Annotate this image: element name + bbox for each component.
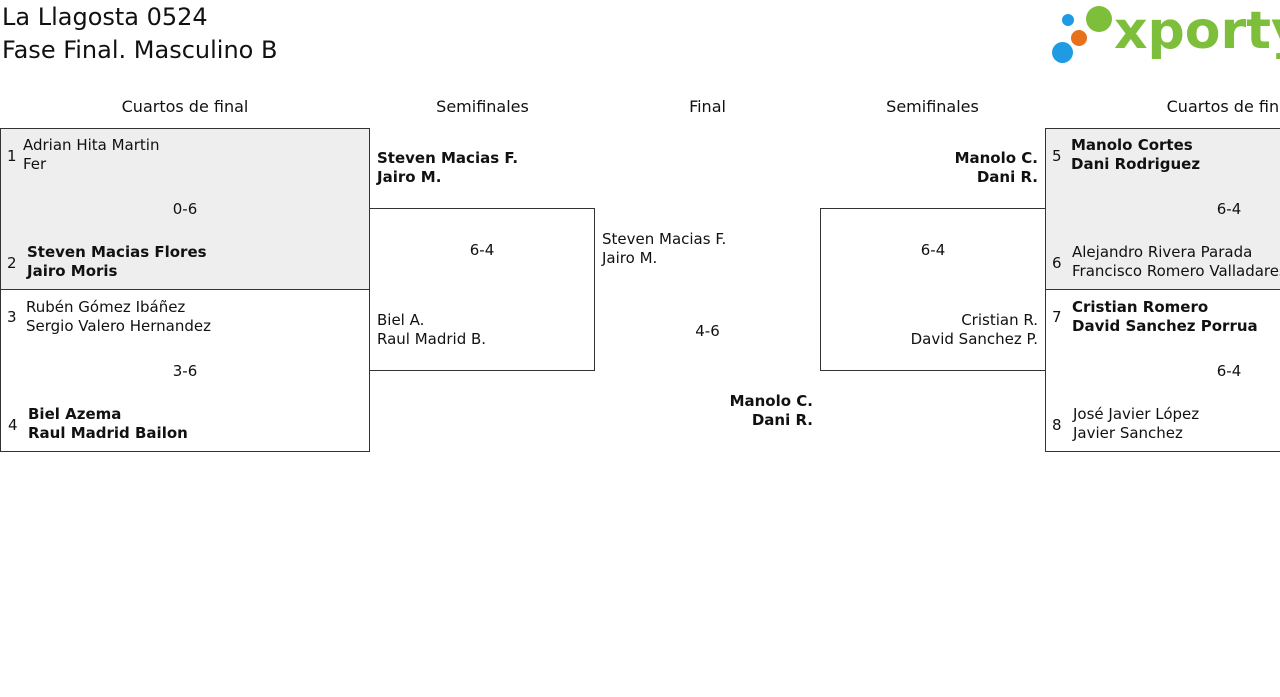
player-name: Francisco Romero Valladares — [1072, 262, 1280, 280]
winner-name: David Sanchez Porrua — [1072, 317, 1258, 335]
tournament-title: La Llagosta 0524 — [2, 3, 208, 31]
match-score: 6-4 — [920, 241, 946, 259]
player-name: Rubén Gómez Ibáñez — [26, 298, 186, 316]
logo-dot-blue-small — [1062, 14, 1074, 26]
seed-3: 3 — [7, 308, 17, 326]
player-name: Adrian Hita Martin — [23, 136, 160, 154]
player-name: Steven Macias F. — [602, 230, 727, 248]
player-name: Cristian R. — [961, 311, 1038, 329]
seed-5: 5 — [1052, 147, 1062, 165]
player-name: Fer — [23, 155, 47, 173]
player-name: David Sanchez P. — [910, 330, 1038, 348]
winner-name: Steven Macias Flores — [27, 243, 207, 261]
winner-name: Jairo Moris — [27, 262, 118, 280]
phase-title: Fase Final. Masculino B — [2, 36, 278, 64]
logo-text: xporty — [1114, 1, 1280, 61]
player-name: José Javier López — [1073, 405, 1200, 423]
player-name: Alejandro Rivera Parada — [1072, 243, 1253, 261]
winner-name: Steven Macias F. — [377, 149, 519, 167]
match-score: 6-4 — [1216, 200, 1242, 218]
player-name: Biel A. — [377, 311, 425, 329]
round-header-sf-right: Semifinales — [886, 97, 979, 116]
match-score: 0-6 — [172, 200, 198, 218]
logo-dot-orange — [1071, 30, 1087, 46]
champion-name: Manolo C. — [729, 392, 813, 410]
winner-name: Manolo C. — [954, 149, 1038, 167]
winner-name: Dani Rodriguez — [1071, 155, 1201, 173]
match-score: 6-4 — [1216, 362, 1242, 380]
match-score: 6-4 — [469, 241, 495, 259]
qf-match-4 — [1045, 289, 1280, 452]
qf-match-1 — [0, 128, 370, 290]
player-name: Javier Sanchez — [1073, 424, 1183, 442]
player-name: Jairo M. — [602, 249, 658, 267]
seed-4: 4 — [8, 416, 18, 434]
round-header-sf-left: Semifinales — [436, 97, 529, 116]
seed-2: 2 — [7, 254, 17, 272]
seed-8: 8 — [1052, 416, 1062, 434]
player-name: Sergio Valero Hernandez — [26, 317, 211, 335]
xporty-logo: xporty — [1050, 1, 1280, 68]
winner-name: Manolo Cortes — [1071, 136, 1193, 154]
champion-name: Dani R. — [751, 411, 813, 429]
seed-6: 6 — [1052, 254, 1062, 272]
winner-name: Biel Azema — [28, 405, 122, 423]
logo-dot-blue — [1052, 42, 1073, 63]
sf-match-left — [369, 208, 595, 371]
winner-name: Cristian Romero — [1072, 298, 1209, 316]
seed-1: 1 — [7, 147, 17, 165]
round-header-final: Final — [689, 97, 726, 116]
winner-name: Raul Madrid Bailon — [28, 424, 188, 442]
logo-dot-green — [1086, 6, 1112, 32]
qf-match-3 — [1045, 128, 1280, 290]
match-score: 3-6 — [172, 362, 198, 380]
round-header-qf-left: Cuartos de final — [121, 97, 249, 116]
seed-7: 7 — [1052, 308, 1062, 326]
round-header-qf-right: Cuartos de final — [1166, 97, 1280, 116]
winner-name: Jairo M. — [377, 168, 442, 186]
player-name: Raul Madrid B. — [377, 330, 487, 348]
final-score: 4-6 — [695, 322, 720, 340]
winner-name: Dani R. — [976, 168, 1038, 186]
